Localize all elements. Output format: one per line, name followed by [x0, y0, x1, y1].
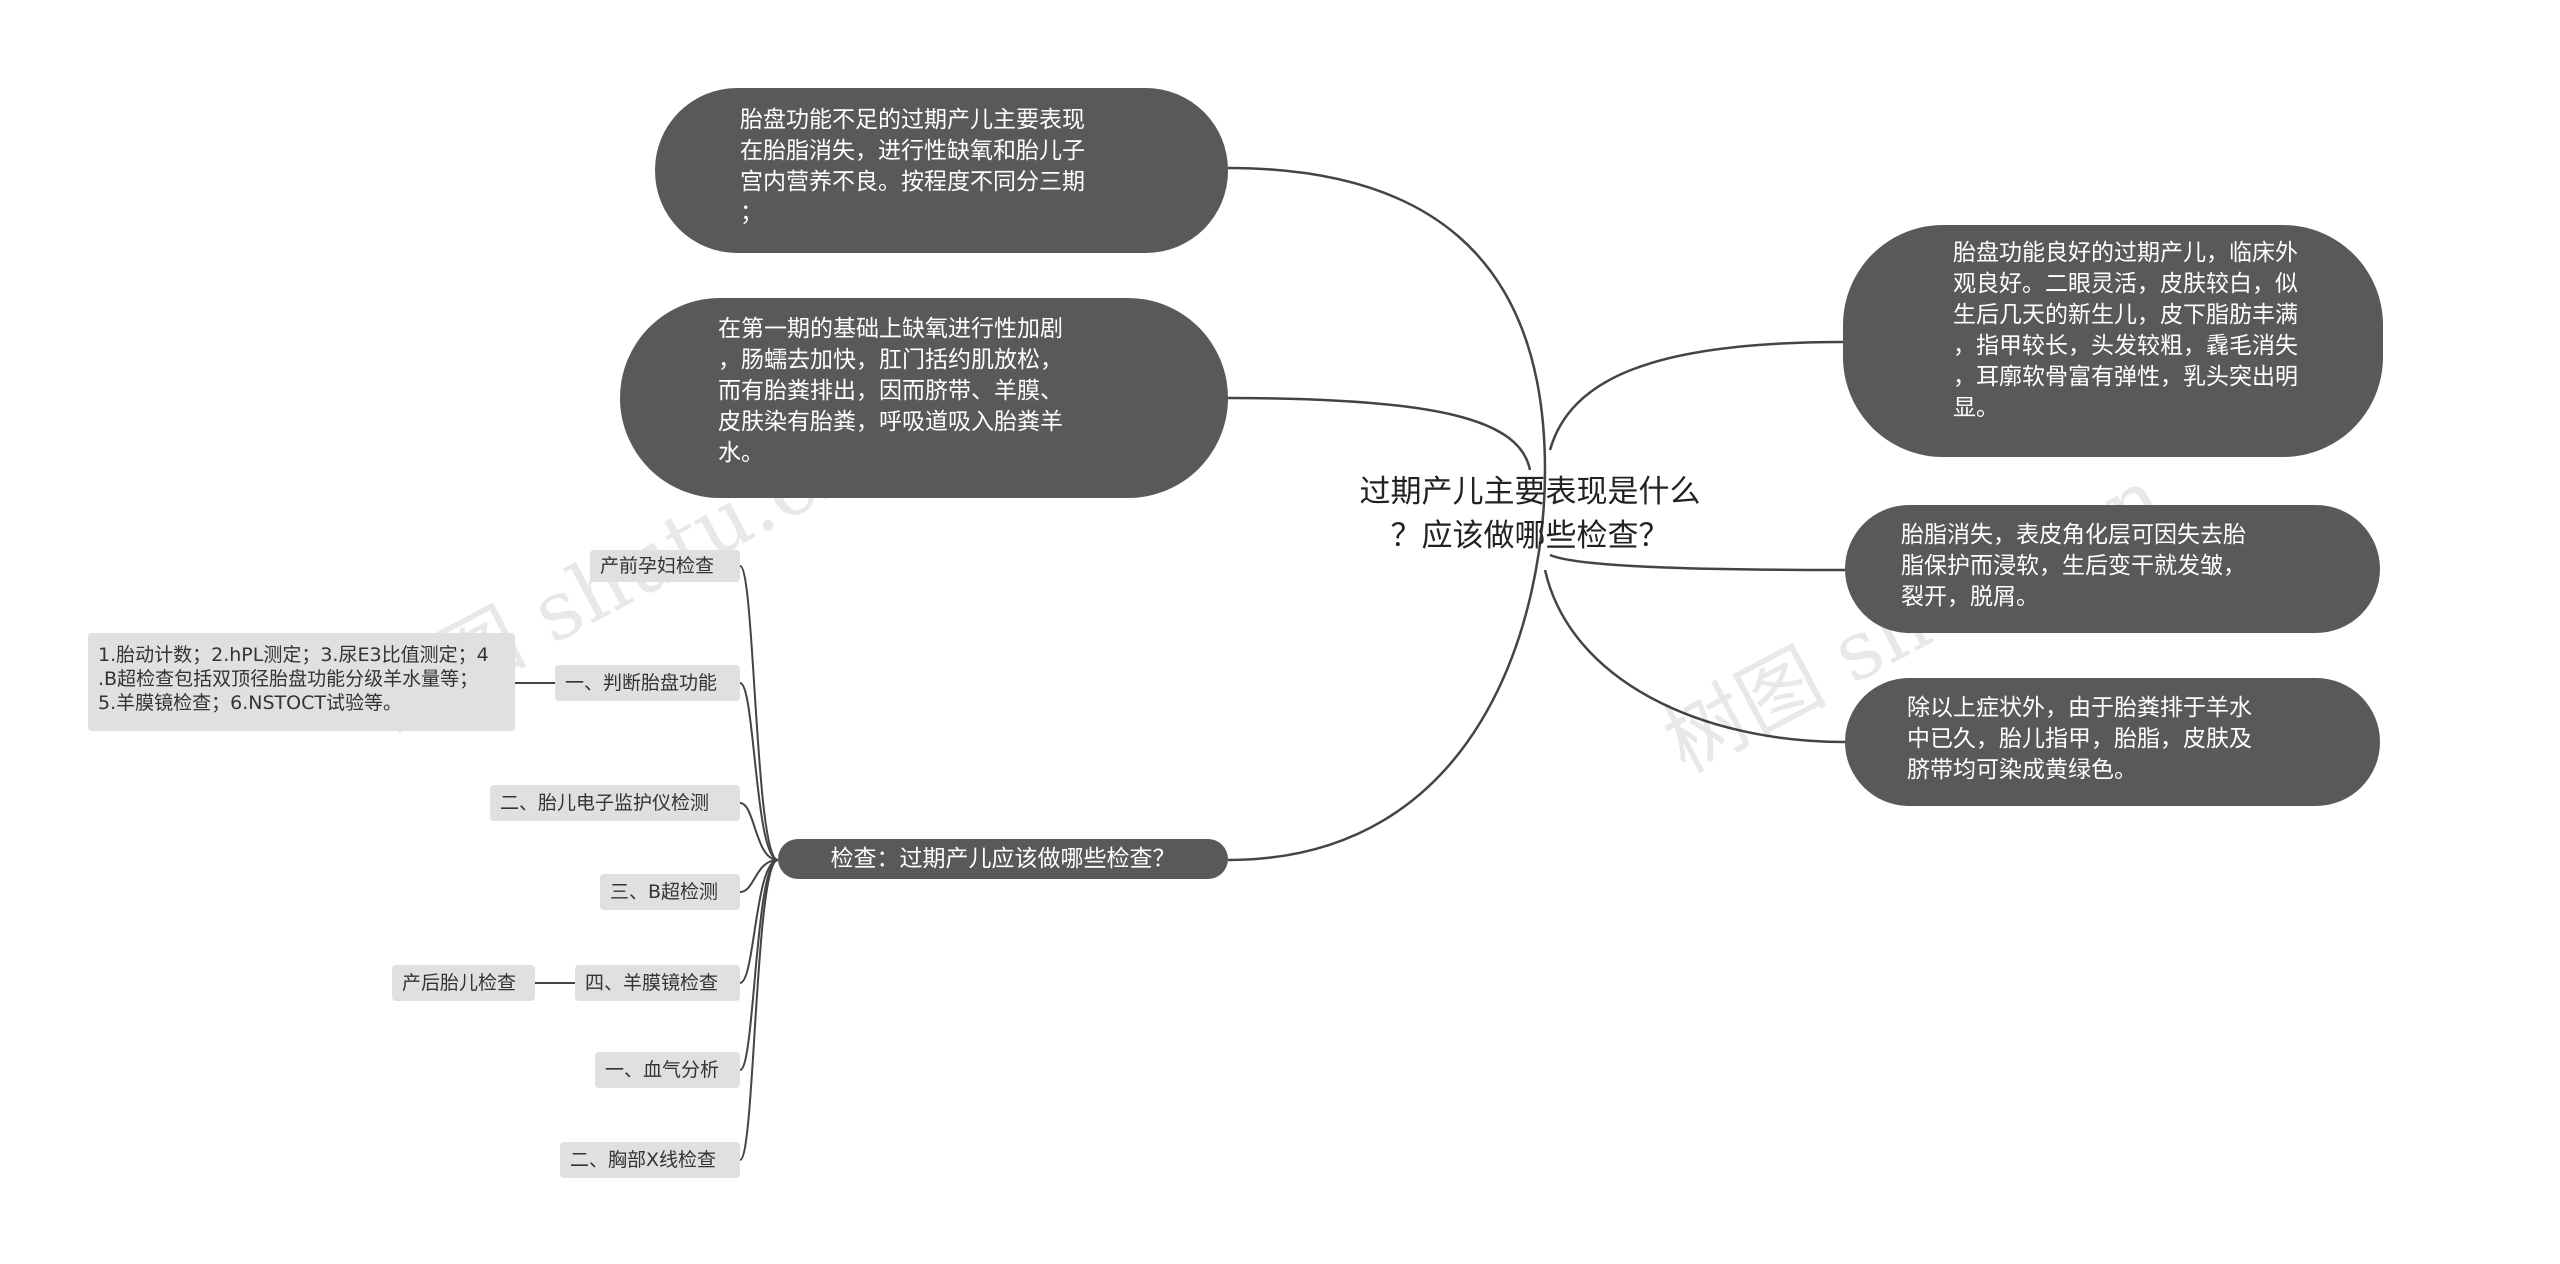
node-text: 在第一期的基础上缺氧进行性加剧 ，肠蠕去加快，肛门括约肌放松， 而有胎粪排出，因… [718, 316, 1063, 466]
center-topic[interactable]: 过期产儿主要表现是什么 ？应该做哪些检查？ [1359, 474, 1701, 554]
link-checks-to-ultrasound [739, 859, 779, 893]
link-center-to-insufficiency [1227, 166, 1547, 471]
link-checks-to-blood-gas [739, 859, 779, 1071]
node-text: 胎盘功能不足的过期产儿主要表现 在胎脂消失，进行性缺氧和胎儿子 宫内营养不良。按… [740, 107, 1085, 226]
check-item-chest-xray[interactable]: 二、胸部X线检查 [560, 1142, 740, 1178]
link-checks-to-amnioscopy [739, 859, 779, 984]
link-center-to-vernix-loss [1549, 553, 1846, 572]
check-item-ultrasound[interactable]: 三、B超检测 [600, 874, 740, 910]
topic-node-vernix-loss[interactable]: 胎脂消失，表皮角化层可因失去胎 脂保护而浸软，生后变干就发皱， 裂开，脱屑。 [1845, 505, 2380, 633]
check-item-blood-gas[interactable]: 一、血气分析 [595, 1052, 740, 1088]
check-item-prenatal-exam[interactable]: 产前孕妇检查 [590, 550, 740, 582]
check-item-placenta-function[interactable]: 一、判断胎盘功能 [555, 665, 740, 701]
detail-postnatal-exam[interactable]: 产后胎儿检查 [392, 965, 535, 1001]
link-checks-to-placenta-function [739, 682, 779, 861]
node-text: 胎盘功能良好的过期产儿，临床外 观良好。二眼灵活，皮肤较白，似 生后几天的新生儿… [1953, 240, 2298, 421]
link-center-to-checks [1227, 469, 1547, 862]
check-item-amnioscopy[interactable]: 四、羊膜镜检查 [575, 965, 740, 1001]
link-checks-to-chest-xray [739, 859, 779, 1161]
node-text: 除以上症状外，由于胎粪排于羊水 中已久，胎儿指甲，胎脂，皮肤及 脐带均可染成黄绿… [1907, 695, 2252, 783]
topic-node-first-stage[interactable]: 在第一期的基础上缺氧进行性加剧 ，肠蠕去加快，肛门括约肌放松， 而有胎粪排出，因… [620, 298, 1228, 498]
link-center-to-meconium-stain [1543, 569, 1846, 744]
topic-node-placenta-insufficiency[interactable]: 胎盘功能不足的过期产儿主要表现 在胎脂消失，进行性缺氧和胎儿子 宫内营养不良。按… [655, 88, 1228, 253]
check-item-fetal-monitor[interactable]: 二、胎儿电子监护仪检测 [490, 785, 740, 821]
link-center-to-first-stage [1227, 396, 1532, 471]
topic-node-meconium-stain[interactable]: 除以上症状外，由于胎粪排于羊水 中已久，胎儿指甲，胎脂，皮肤及 脐带均可染成黄绿… [1845, 678, 2380, 806]
link-checks-to-fetal-monitor [739, 802, 779, 861]
node-text: 胎脂消失，表皮角化层可因失去胎 脂保护而浸软，生后变干就发皱， 裂开，脱屑。 [1901, 522, 2246, 610]
topic-node-placenta-good[interactable]: 胎盘功能良好的过期产儿，临床外 观良好。二眼灵活，皮肤较白，似 生后几天的新生儿… [1843, 225, 2383, 457]
link-center-to-placenta-good [1548, 340, 1844, 451]
branch-node-checks[interactable]: 检查：过期产儿应该做哪些检查？ [778, 839, 1228, 879]
link-checks-to-prenatal-exam [739, 565, 779, 861]
detail-placenta-function-tests[interactable]: 1.胎动计数；2.hPL测定；3.尿E3比值测定；4 .B超检查包括双顶径胎盘功… [88, 633, 515, 731]
